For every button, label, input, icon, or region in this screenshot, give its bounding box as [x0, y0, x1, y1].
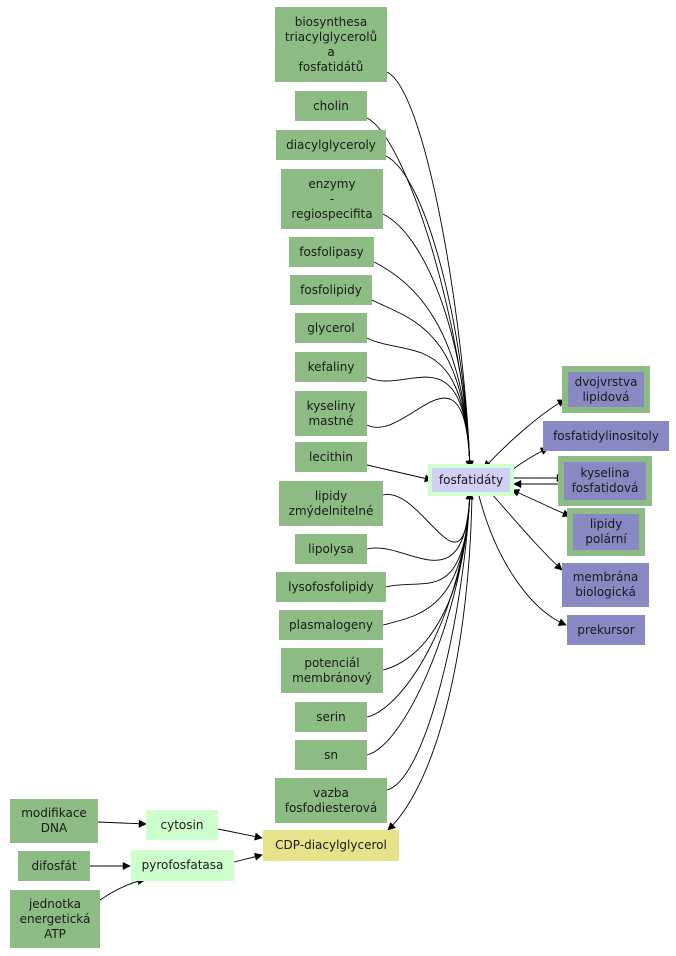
edge-fosfatidaty-cdp — [387, 491, 473, 831]
node-kyselina-fosfatidova[interactable]: kyselina fosfatidová — [558, 456, 652, 506]
node-biosynthesa[interactable]: biosynthesa triacylglycerolů a fosfatidá… — [275, 7, 387, 82]
edge-left-10 — [382, 491, 474, 543]
edge-left-7 — [366, 376, 474, 469]
node-pyrofosfatasa[interactable]: pyrofosfatasa — [131, 850, 234, 881]
node-dvojvrstva-lipidova[interactable]: dvojvrstva lipidová — [562, 366, 650, 413]
edge-membrana — [489, 491, 563, 571]
edge-left-16 — [366, 491, 474, 756]
edge-modifikace-cytosin — [97, 819, 147, 828]
node-lipidy-polarni[interactable]: lipidy polární — [567, 508, 645, 556]
node-fosfatidaty[interactable]: fosfatidáty — [428, 464, 514, 496]
node-kyseliny-mastne[interactable]: kyseliny mastné — [295, 391, 367, 436]
edge-prekursor — [477, 491, 567, 626]
node-lipidy-zmydelnitelne[interactable]: lipidy zmýdelnitelné — [279, 481, 383, 526]
node-potencial-membranovy[interactable]: potenciál membránový — [281, 648, 383, 693]
edge-fosfatidylinositoly — [511, 447, 549, 471]
node-serin[interactable]: serin — [295, 702, 367, 732]
node-kefaliny[interactable]: kefaliny — [295, 352, 367, 382]
edge-left-8 — [366, 397, 474, 469]
node-enzymy[interactable]: enzymy - regiospecifita — [281, 169, 383, 229]
edge-dvojvrstva — [483, 399, 566, 469]
edge-left-4 — [373, 261, 474, 469]
edge-left-6 — [366, 337, 474, 469]
edge-lipidy-polarni — [511, 489, 571, 518]
edge-left-13 — [382, 491, 474, 626]
node-plasmalogeny[interactable]: plasmalogeny — [279, 610, 383, 640]
edge-left-9 — [366, 464, 433, 483]
node-cytosin[interactable]: cytosin — [146, 810, 218, 840]
node-jednotka-energeticka-atp[interactable]: jednotka energetická ATP — [10, 890, 100, 948]
node-cholin[interactable]: cholin — [295, 91, 367, 121]
edge-left-11 — [366, 491, 474, 561]
node-prekursor[interactable]: prekursor — [567, 615, 645, 645]
edge-jednotka-pyro — [99, 876, 146, 901]
node-diacylglyceroly[interactable]: diacylglyceroly — [276, 130, 386, 160]
node-sn[interactable]: sn — [295, 740, 367, 770]
node-fosfolipasy[interactable]: fosfolipasy — [289, 237, 374, 267]
node-cdp-diacylglycerol[interactable]: CDP-diacylglycerol — [263, 830, 399, 861]
node-lipolysa[interactable]: lipolysa — [295, 534, 367, 564]
edge-left-3 — [382, 213, 474, 469]
edge-left-5 — [371, 299, 474, 469]
edge-cytosin-cdp — [217, 828, 263, 841]
node-vazba-fosfodiesterova[interactable]: vazba fosfodiesterová — [275, 778, 387, 823]
edge-left-12 — [385, 491, 474, 588]
edge-left-17 — [386, 491, 474, 791]
node-lecithin[interactable]: lecithin — [295, 442, 367, 472]
node-modifikace-dna[interactable]: modifikace DNA — [10, 799, 98, 843]
edge-pyro-cdp — [233, 852, 263, 863]
node-membrana-biologicka[interactable]: membrána biologická — [562, 563, 649, 607]
node-lysofosfolipidy[interactable]: lysofosfolipidy — [276, 572, 386, 602]
node-fosfolipidy[interactable]: fosfolipidy — [290, 275, 372, 305]
node-glycerol[interactable]: glycerol — [295, 313, 367, 343]
node-fosfatidylinositoly[interactable]: fosfatidylinositoly — [543, 421, 669, 451]
node-difosfat[interactable]: difosfát — [18, 851, 90, 881]
